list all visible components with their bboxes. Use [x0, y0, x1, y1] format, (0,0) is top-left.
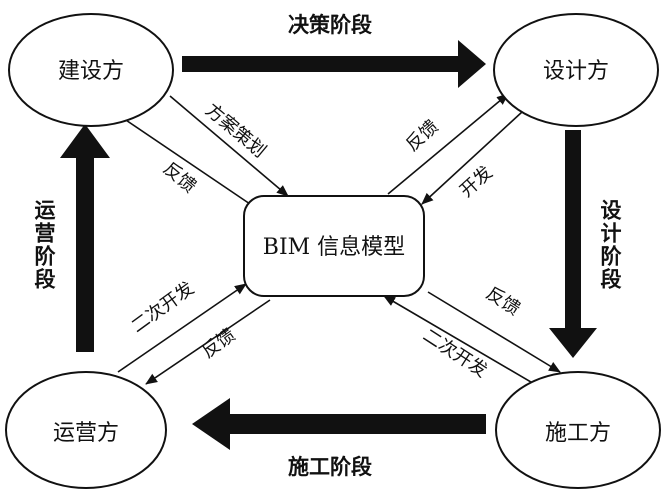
operator-to-bim-arrow [117, 283, 247, 373]
builder-to-bim-label: 二次开发 [419, 325, 491, 382]
bim-to-designer-label: 反馈 [402, 116, 443, 156]
decision-phase-arrow [182, 40, 486, 88]
bim-to-operator-arrow [145, 299, 271, 385]
operator-label: 运营方 [53, 421, 119, 446]
bim-to-owner-arrow [113, 111, 251, 205]
builder-label: 施工方 [545, 421, 611, 446]
construction-phase-label: 施工阶段 [288, 455, 372, 479]
builder-to-bim-arrow [383, 295, 549, 393]
builder-node [495, 371, 661, 489]
designer-label: 设计方 [543, 59, 609, 84]
decision-phase-label: 决策阶段 [288, 13, 372, 37]
bim-to-designer-arrow [387, 93, 509, 195]
operator-to-bim-label: 二次开发 [127, 278, 198, 337]
design-phase-arrow [549, 130, 597, 358]
owner-to-bim-arrow [169, 95, 289, 197]
bim-to-builder-label: 反馈 [482, 283, 524, 320]
design-phase-label: 设计阶段 [598, 199, 622, 291]
owner-label: 建设方 [58, 59, 124, 84]
operator-node [5, 371, 167, 489]
operation-phase-label: 运营阶段 [32, 199, 56, 291]
operation-phase-arrow [60, 124, 110, 352]
owner-node [8, 13, 174, 127]
designer-to-bim-arrow [421, 111, 523, 205]
bim-to-operator-label: 反馈 [198, 324, 239, 362]
bim-model-label: BIM 信息模型 [263, 235, 405, 260]
bim-to-builder-arrow [427, 291, 561, 373]
bim-to-owner-label: 反馈 [159, 158, 200, 197]
designer-node [493, 13, 659, 127]
bim-model-box [243, 195, 425, 297]
construction-phase-arrow [192, 398, 486, 450]
